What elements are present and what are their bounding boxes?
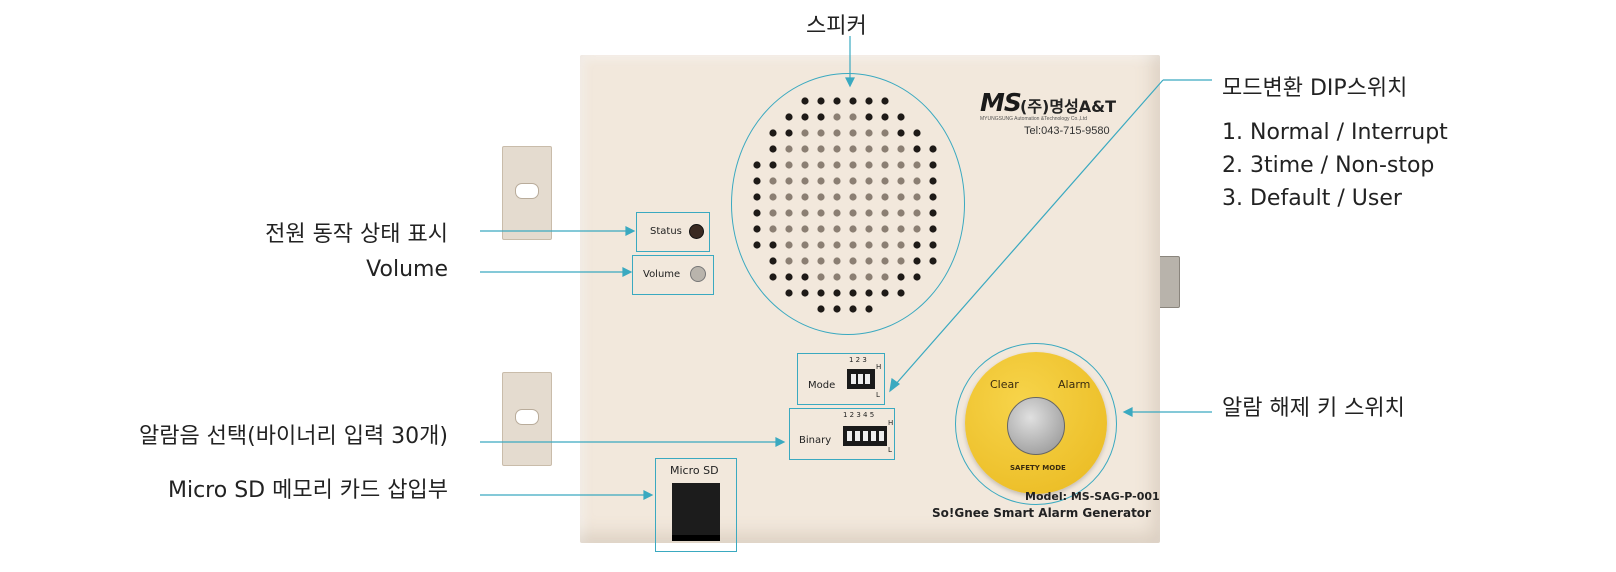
alarm-label: Alarm <box>1058 378 1091 391</box>
status-box <box>636 212 710 252</box>
brand-name: (주)명성A&T <box>1020 97 1117 116</box>
mode-dip-box <box>797 353 885 405</box>
binary-dip-switch[interactable] <box>843 426 887 446</box>
product-name: So!Gnee Smart Alarm Generator <box>932 506 1151 520</box>
mode-low-mark: L <box>876 391 880 399</box>
micro-sd-callout: Micro SD 메모리 카드 삽입부 <box>167 478 448 503</box>
binary-numbers: 1 2 3 4 5 <box>843 411 875 419</box>
binary-high-mark: H <box>888 419 894 427</box>
model-number: Model: MS-SAG-P-001 <box>1025 490 1160 503</box>
status-led-icon <box>689 224 704 239</box>
status-label: Status <box>650 226 682 237</box>
volume-callout: Volume <box>366 257 448 282</box>
safety-mode-label: SAFETY MODE <box>1010 464 1066 472</box>
alarm-key-outline <box>955 343 1117 505</box>
micro-sd-slot[interactable] <box>672 483 720 541</box>
sound-select-callout: 알람음 선택(바이너리 입력 30개) <box>138 424 448 449</box>
mode-numbers: 1 2 3 <box>849 356 867 364</box>
power-status-callout: 전원 동작 상태 표시 <box>265 222 448 247</box>
binary-low-mark: L <box>888 446 892 454</box>
binary-dip-box <box>789 408 895 460</box>
mode-dip-switch[interactable] <box>847 369 875 389</box>
mode-option-1: 1. Normal / Interrupt <box>1222 120 1448 145</box>
speaker-holes <box>753 97 937 313</box>
mounting-bracket-bottom-left <box>502 372 552 466</box>
speaker-grille <box>731 73 965 335</box>
key-lock-icon[interactable] <box>1007 397 1065 455</box>
mode-high-mark: H <box>876 363 882 371</box>
speaker-callout: 스피커 <box>806 14 867 39</box>
micro-sd-box <box>655 458 737 552</box>
volume-box <box>632 255 714 295</box>
volume-label: Volume <box>643 269 681 280</box>
brand-subtitle: MYUNGSUNG Automation &Technology Co.,Ltd <box>980 116 1087 122</box>
volume-knob-icon[interactable] <box>690 266 706 282</box>
brand-tel: Tel:043-715-9580 <box>1024 125 1110 137</box>
mode-option-3: 3. Default / User <box>1222 186 1402 211</box>
brand-logo: MS <box>980 88 1022 117</box>
mounting-bracket-top-left <box>502 146 552 240</box>
mode-dip-callout: 모드변환 DIP스위치 <box>1222 76 1408 101</box>
micro-sd-label: Micro SD <box>670 464 719 477</box>
alarm-key-callout: 알람 해제 키 스위치 <box>1222 396 1405 421</box>
binary-label: Binary <box>799 435 832 446</box>
mode-option-2: 2. 3time / Non-stop <box>1222 153 1435 178</box>
clear-label: Clear <box>990 378 1019 391</box>
mode-label: Mode <box>808 380 836 391</box>
